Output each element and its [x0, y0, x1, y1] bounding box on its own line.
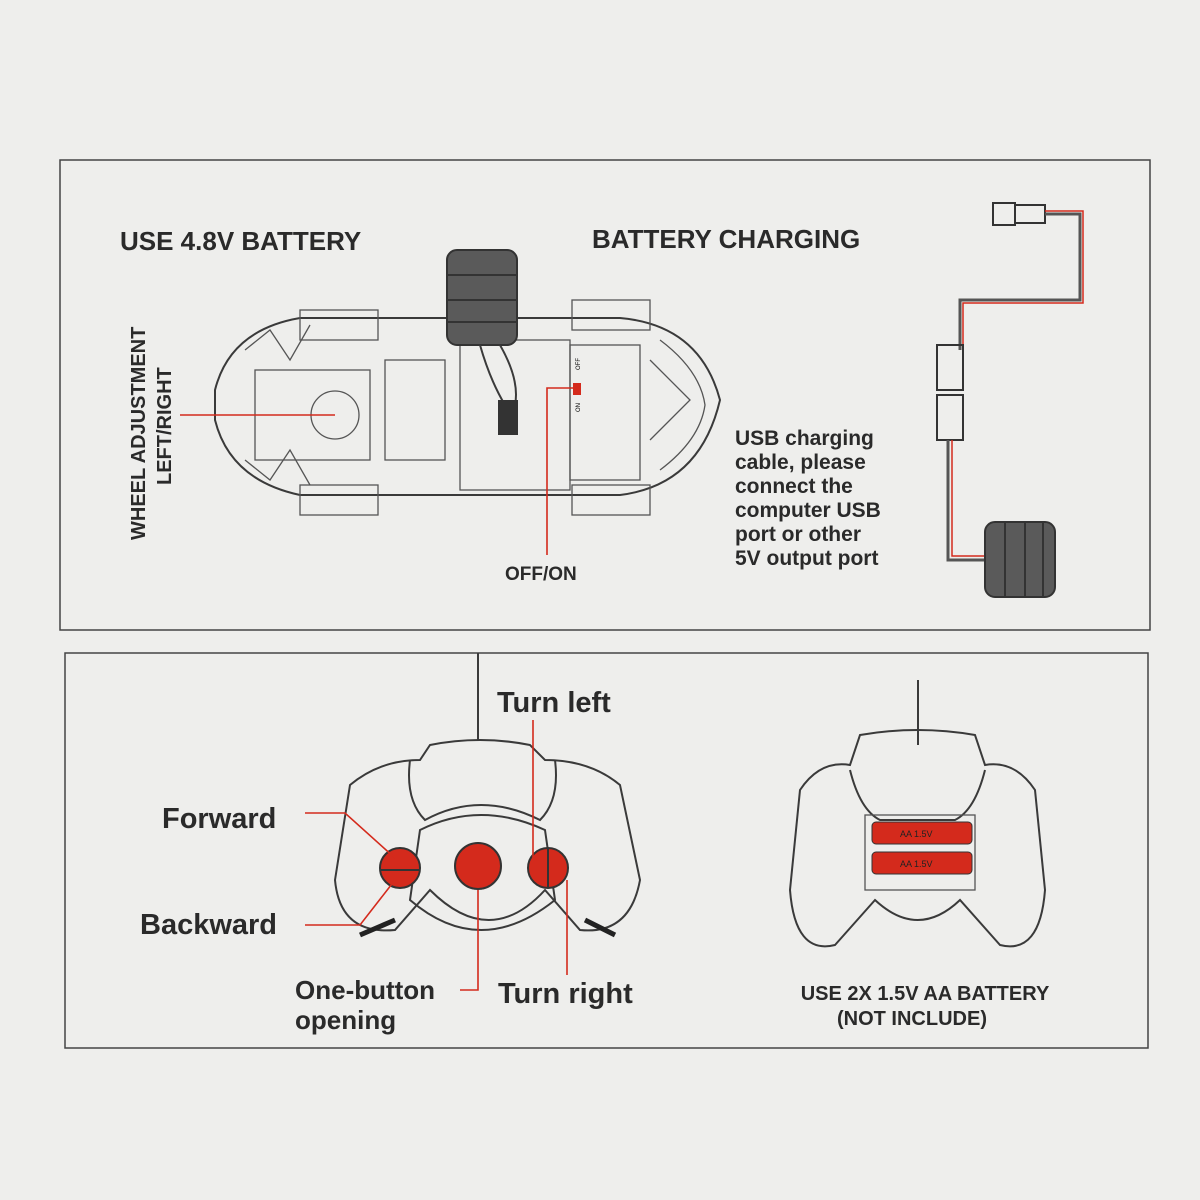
- svg-text:cable, please: cable, please: [735, 451, 866, 474]
- one-button-label-2: opening: [295, 1005, 396, 1035]
- svg-text:WHEEL ADJUSTMENT: WHEEL ADJUSTMENT: [128, 327, 150, 540]
- svg-text:LEFT/RIGHT: LEFT/RIGHT: [154, 367, 176, 485]
- turn-right-label: Turn right: [498, 978, 633, 1010]
- top-panel-frame: [59, 159, 1151, 631]
- usb-instructions: USB charging cable, please connect the c…: [735, 427, 881, 570]
- forward-label: Forward: [162, 803, 276, 835]
- forward-backward-button: [379, 847, 421, 889]
- battery-pack-icon: [446, 249, 518, 435]
- svg-text:port or other: port or other: [735, 523, 861, 546]
- wheel-adjust-label: WHEEL ADJUSTMENT LEFT/RIGHT: [128, 327, 176, 540]
- one-button-label: One-button: [295, 975, 435, 1005]
- svg-text:AA 1.5V: AA 1.5V: [900, 829, 933, 839]
- battery-note-line2: (NOT INCLUDE): [837, 1008, 987, 1030]
- battery-title: USE 4.8V BATTERY: [120, 226, 361, 256]
- charging-title: BATTERY CHARGING: [592, 224, 860, 254]
- battery-note-line1: USE 2X 1.5V AA BATTERY: [801, 983, 1050, 1005]
- usb-cable-icon: [936, 202, 1084, 598]
- leader-lines: [305, 720, 568, 991]
- svg-text:OFF: OFF: [576, 358, 582, 370]
- one-button-opening-button: [454, 842, 502, 890]
- remote-front-drawing: [333, 653, 642, 938]
- turn-left-label: Turn left: [497, 687, 611, 719]
- svg-text:ON: ON: [576, 403, 582, 412]
- svg-text:connect the: connect the: [735, 475, 853, 498]
- switch-label: OFF/ON: [505, 564, 577, 585]
- bottom-panel-frame: [64, 652, 1149, 1049]
- remote-back-drawing: AA 1.5V AA 1.5V: [788, 680, 1047, 948]
- backward-label: Backward: [140, 909, 277, 941]
- svg-text:USB charging: USB charging: [735, 427, 874, 450]
- svg-text:5V output port: 5V output port: [735, 547, 878, 570]
- switch-leader-line: [546, 387, 573, 555]
- power-switch: OFF ON: [573, 358, 582, 412]
- svg-text:AA 1.5V: AA 1.5V: [900, 859, 933, 869]
- svg-text:computer USB: computer USB: [735, 499, 881, 522]
